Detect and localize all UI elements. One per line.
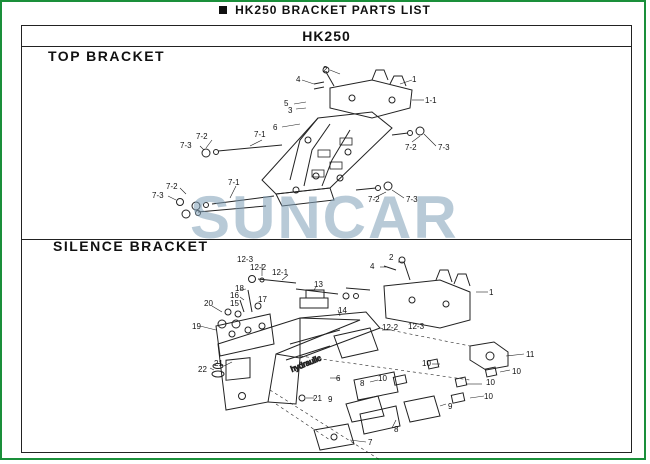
callout: 13 xyxy=(314,280,323,289)
top-callouts: 2 1 1-1 4 5 3 6 7-2 7-1 7-3 7-2 7-3 7-2 … xyxy=(152,65,450,204)
callout: 7-2 xyxy=(368,195,380,204)
callout: 22 xyxy=(198,365,207,374)
callout: 10 xyxy=(486,378,495,387)
callout: 1-1 xyxy=(425,96,437,105)
callout: 4 xyxy=(370,262,375,271)
silence-callouts: 2 4 12-3 12-2 12-1 1 18 13 16 15 17 20 1… xyxy=(192,253,535,447)
callout: 12-1 xyxy=(272,268,289,277)
top-bracket-title: TOP BRACKET xyxy=(48,48,166,64)
top-plate-ears xyxy=(371,69,407,87)
callout: 12-2 xyxy=(250,263,267,272)
callout: 7-3 xyxy=(152,191,164,200)
callout: 8 xyxy=(360,379,365,388)
callout: 19 xyxy=(192,322,201,331)
callout: 7-3 xyxy=(180,141,192,150)
document-title: HK250 BRACKET PARTS LIST xyxy=(0,3,650,17)
callout: 6 xyxy=(336,374,341,383)
callout: 18 xyxy=(235,284,244,293)
callout: 7-1 xyxy=(228,178,240,187)
callout: 7-3 xyxy=(438,143,450,152)
side-plate xyxy=(215,313,275,357)
callout: 12-2 xyxy=(382,323,399,332)
callout: 7 xyxy=(368,438,373,447)
callout: 7-1 xyxy=(254,130,266,139)
callout: 12-3 xyxy=(237,255,254,264)
callout: 11 xyxy=(526,350,535,359)
silence-box xyxy=(217,317,361,411)
silence-top-plate xyxy=(383,279,471,329)
callout: 2 xyxy=(323,65,328,74)
parts-sheet: HK250 TOP BRACKET SILENCE BRACKET xyxy=(21,25,632,453)
callout: 7-2 xyxy=(196,132,208,141)
callout: 16 xyxy=(230,291,239,300)
callout: 5 xyxy=(284,99,289,108)
callout: 1 xyxy=(489,288,494,297)
silence-leaders xyxy=(199,261,525,443)
callout: 20 xyxy=(204,299,213,308)
callout: 9 xyxy=(328,395,333,404)
bullet-square-icon xyxy=(219,5,228,14)
silence-bracket-title: SILENCE BRACKET xyxy=(53,238,209,254)
callout: 6 xyxy=(273,123,278,132)
watermark: SUNCAR xyxy=(190,184,459,251)
callout: 3 xyxy=(288,106,293,115)
model-header: HK250 xyxy=(22,26,631,47)
callout: 7-2 xyxy=(166,182,178,191)
callout: 17 xyxy=(258,295,267,304)
callout: 10 xyxy=(512,367,521,376)
callout: 2 xyxy=(389,253,394,262)
callout: 21 xyxy=(214,359,223,368)
callout: 14 xyxy=(338,306,347,315)
callout: 15 xyxy=(230,299,239,308)
callout: 9 xyxy=(448,402,453,411)
callout: 10 xyxy=(484,392,493,401)
callout: 12-3 xyxy=(408,322,425,331)
silence-bracket-drawing: hydraulic xyxy=(211,256,509,451)
callout: 21 xyxy=(313,394,322,403)
callout: 7-2 xyxy=(405,143,417,152)
callout: 1 xyxy=(412,75,417,84)
bracket-body xyxy=(261,111,393,195)
callout: 4 xyxy=(296,75,301,84)
top-leaders xyxy=(167,69,437,201)
top-bracket-drawing xyxy=(176,66,425,219)
section-divider xyxy=(22,239,631,240)
callout: 10 xyxy=(378,374,387,383)
callout: 7-3 xyxy=(406,195,418,204)
callout: 8 xyxy=(394,425,399,434)
callout: 10 xyxy=(422,359,431,368)
